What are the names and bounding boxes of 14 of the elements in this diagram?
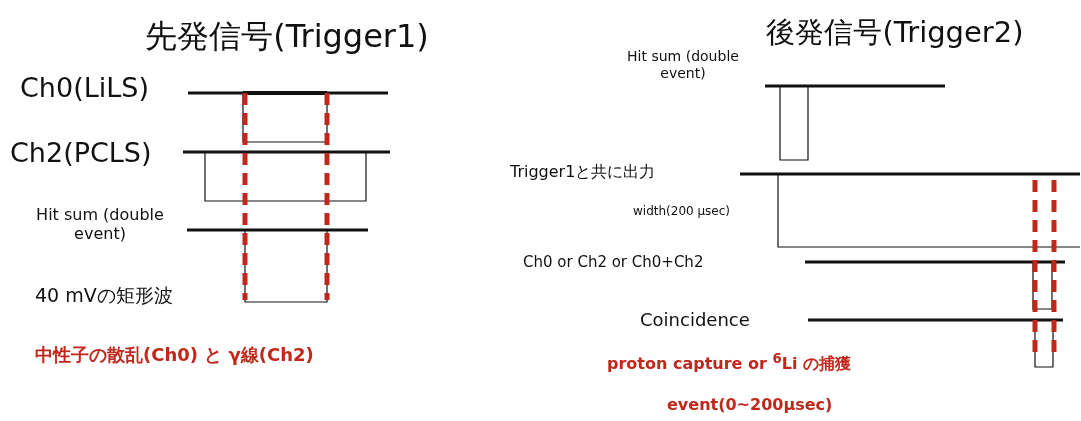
signal-label: Trigger1と共に出力 [510, 162, 656, 182]
signal-label: Coincidence [640, 309, 750, 331]
note: proton capture or $^{6}$Li の捕獲 [607, 350, 851, 374]
note: event(0~200μsec) [667, 395, 833, 415]
signal-label: Hit sum (double event) [35, 204, 165, 244]
width-note: width(200 µsec) [633, 203, 731, 219]
signal-label: Hit sum (double event) [626, 48, 740, 82]
signal-label: Ch0(LiLS) [20, 71, 149, 105]
note: 中性子の散乱(Ch0) と γ線(Ch2) [35, 344, 314, 366]
signal-label: 40 mVの矩形波 [35, 283, 173, 307]
panel-title: 後発信号(Trigger2) [766, 14, 1024, 50]
panel-title: 先発信号(Trigger1) [145, 16, 429, 56]
signal-label: Ch2(PCLS) [10, 136, 152, 170]
signal-label: Ch0 or Ch2 or Ch0+Ch2 [523, 253, 704, 271]
